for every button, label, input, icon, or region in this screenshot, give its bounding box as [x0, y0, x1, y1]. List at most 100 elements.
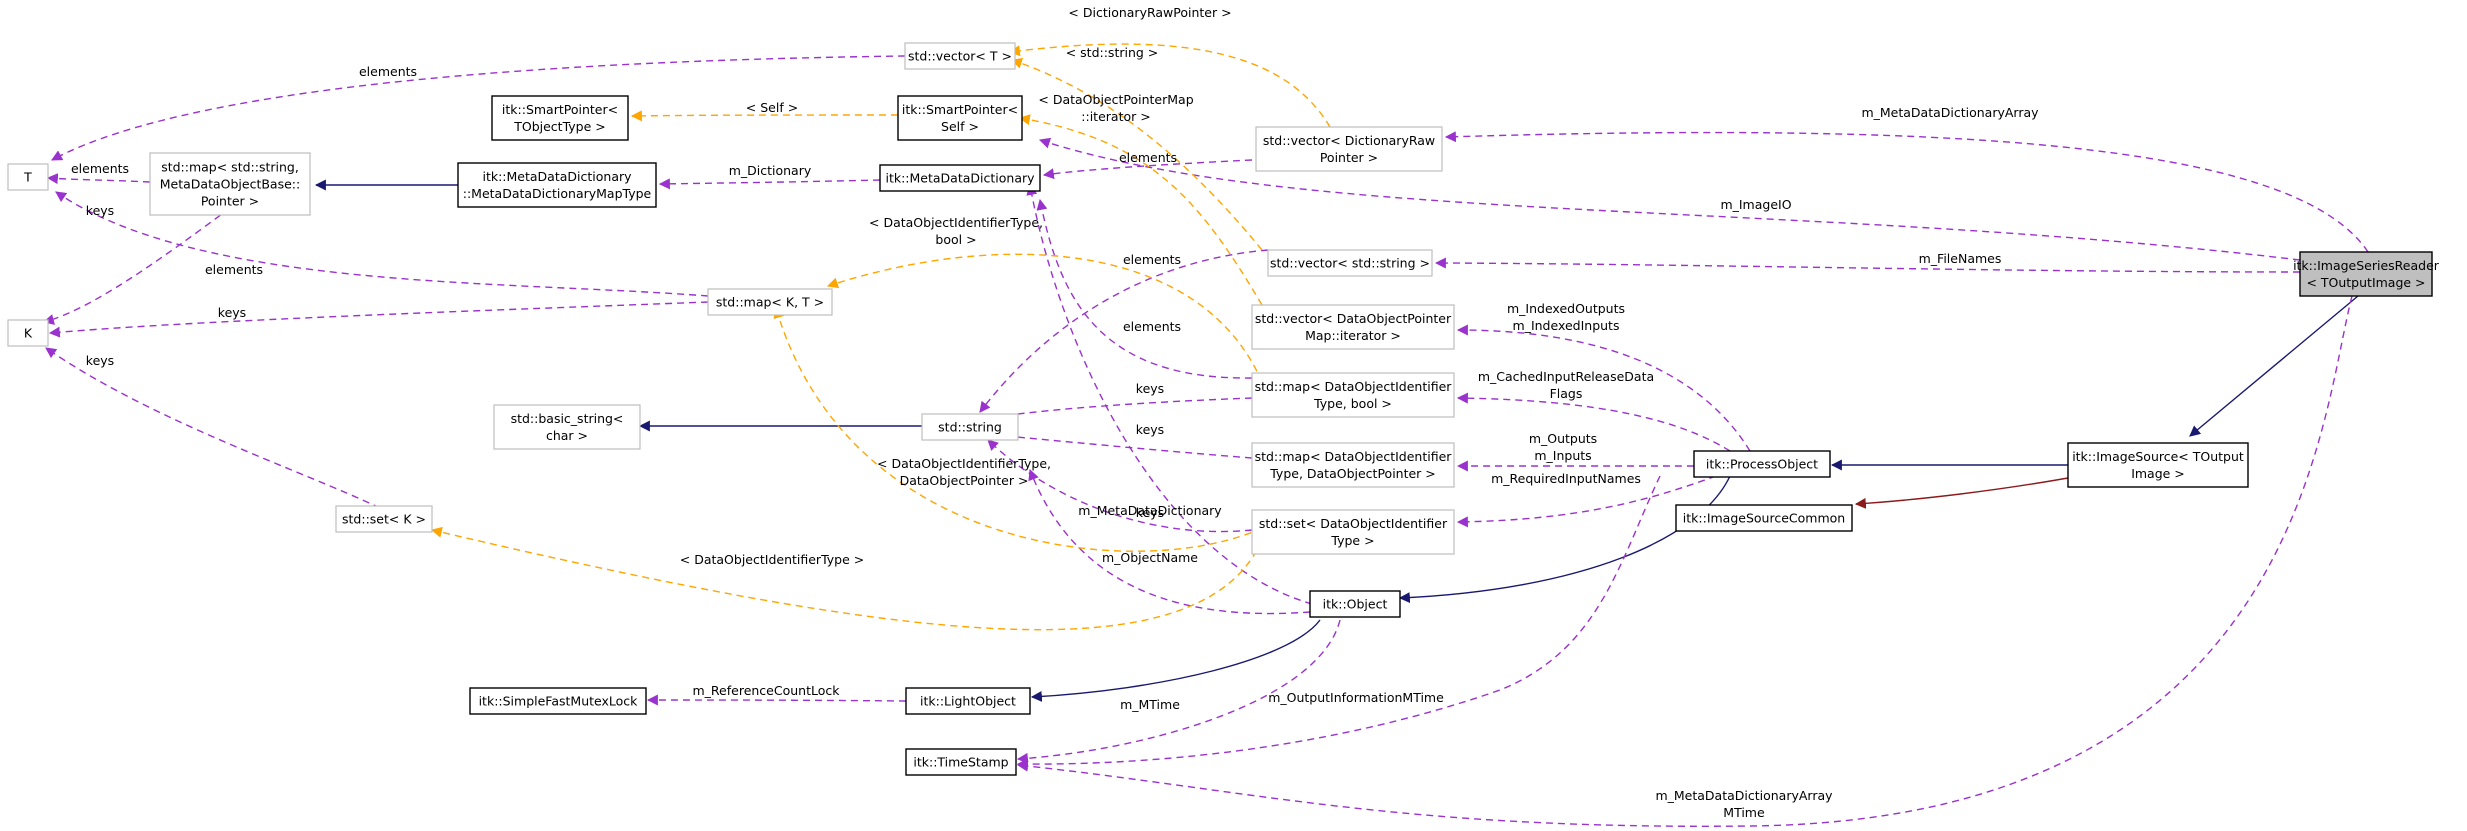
edge-label-line: m_ReferenceCountLock — [693, 683, 841, 698]
edge-elements-map-k-t — [55, 191, 709, 297]
class-node-image-series-reader[interactable]: itk::ImageSeriesReader< TOutputImage > — [2293, 251, 2440, 297]
class-node-object[interactable]: itk::Object — [1309, 590, 1401, 618]
edge-process-object-to-object — [1398, 475, 1731, 604]
edge-label-line: DataObjectPointer > — [900, 473, 1029, 488]
class-node-std-vector-string[interactable]: std::vector< std::string > — [1267, 249, 1433, 277]
edge-m-mtime — [1016, 619, 1341, 764]
edge-keys-set-k — [45, 347, 381, 509]
class-node-label: itk::ImageSeriesReader — [2293, 258, 2440, 273]
edge-label-line: elements — [71, 161, 129, 176]
edge-elements-dictionary — [1042, 159, 1253, 180]
class-node-label: itk::LightObject — [920, 694, 1016, 709]
class-node-label: std::vector< DataObjectPointer — [1255, 311, 1452, 326]
edge-label: < DataObjectIdentifierType > — [680, 552, 864, 567]
class-node-t[interactable]: T — [7, 163, 49, 191]
edge-keys-map-string — [42, 207, 231, 325]
edge-label-line: < std::string > — [1066, 45, 1159, 60]
edge-template-self — [630, 110, 899, 122]
class-node-light-object[interactable]: itk::LightObject — [905, 687, 1031, 715]
class-node-label: std::vector< std::string > — [1270, 256, 1430, 271]
class-node-smart-pointer-tobject[interactable]: itk::SmartPointer<TObjectType > — [491, 95, 629, 141]
edge-m-metadata-dictionary-array — [1444, 131, 2369, 253]
edge-m-output-information-mtime — [1016, 475, 1661, 770]
edge-m-metadata-dictionary — [1026, 183, 1313, 605]
class-node-label: Type > — [1330, 533, 1374, 548]
edge-label-line: m_MTime — [1120, 697, 1180, 712]
edge-label-line: < DictionaryRawPointer > — [1068, 5, 1231, 20]
class-node-label: Type, DataObjectPointer > — [1269, 466, 1436, 481]
class-node-label: K — [24, 326, 33, 341]
class-node-image-source-common[interactable]: itk::ImageSourceCommon — [1675, 504, 1853, 532]
class-node-std-map-string-metadata[interactable]: std::map< std::string,MetaDataObjectBase… — [149, 152, 311, 216]
edge-label-line: MTime — [1723, 805, 1765, 820]
edge-template-identifier-type — [430, 526, 1263, 631]
edge-object-to-light-object — [1030, 619, 1321, 702]
edge-label-line: m_CachedInputReleaseData — [1478, 369, 1654, 384]
class-node-label: T — [23, 170, 32, 185]
edge-label-line: m_Inputs — [1534, 448, 1591, 463]
class-node-std-string[interactable]: std::string — [921, 413, 1019, 441]
class-node-label: itk::ProcessObject — [1706, 457, 1818, 472]
edge-label-line: ::iterator > — [1081, 109, 1150, 124]
edge-label-line: keys — [1136, 381, 1164, 396]
class-node-simple-fast-mutex-lock[interactable]: itk::SimpleFastMutexLock — [469, 687, 647, 715]
edge-label-line: m_OutputInformationMTime — [1268, 690, 1444, 705]
edge-label-line: m_MetaDataDictionaryArray — [1655, 788, 1833, 803]
edge-label-line: m_FileNames — [1919, 251, 2002, 266]
class-node-label: itk::SmartPointer< — [502, 102, 618, 117]
edge-m-required-input-names — [1456, 475, 1717, 528]
edge-label-line: < DataObjectIdentifierType, — [869, 215, 1043, 230]
edge-label-line: elements — [359, 64, 417, 79]
class-node-std-basic-string[interactable]: std::basic_string<char > — [493, 404, 641, 450]
class-node-label: std::vector< DictionaryRaw — [1263, 133, 1435, 148]
edge-label: < DataObjectPointerMap::iterator > — [1038, 92, 1193, 124]
class-node-std-set-identifier[interactable]: std::set< DataObjectIdentifierType > — [1251, 509, 1455, 555]
class-node-std-map-identifier-pointer[interactable]: std::map< DataObjectIdentifierType, Data… — [1251, 442, 1455, 488]
class-node-metadata-dictionary-map-type[interactable]: itk::MetaDataDictionary::MetaDataDiction… — [457, 162, 657, 208]
edge-m-file-names — [1434, 257, 2301, 273]
class-node-metadata-dictionary[interactable]: itk::MetaDataDictionary — [879, 164, 1041, 192]
edge-m-metadata-dictionary-array-mtime — [1016, 295, 2353, 827]
class-node-std-set-k[interactable]: std::set< K > — [335, 505, 433, 533]
class-node-k[interactable]: K — [7, 319, 49, 347]
edge-label-line: elements — [1123, 252, 1181, 267]
edge-label: m_MetaDataDictionary — [1078, 503, 1222, 518]
class-node-label: itk::MetaDataDictionary — [482, 169, 632, 184]
class-node-std-vector-t[interactable]: std::vector< T > — [904, 42, 1016, 70]
edge-elements-vector-string — [979, 249, 1269, 413]
class-node-label: < TOutputImage > — [2306, 275, 2425, 290]
edge-label-line: bool > — [935, 232, 976, 247]
edge-label: m_RequiredInputNames — [1491, 471, 1641, 486]
class-node-std-map-k-t[interactable]: std::map< K, T > — [707, 288, 833, 316]
edge-m-reference-count-lock — [646, 694, 907, 706]
edge-label-line: keys — [1136, 422, 1164, 437]
class-node-label: itk::Object — [1323, 597, 1388, 612]
edge-label-line: m_MetaDataDictionary — [1078, 503, 1222, 518]
class-node-time-stamp[interactable]: itk::TimeStamp — [905, 748, 1017, 776]
class-node-label: itk::ImageSource< TOutput — [2072, 449, 2244, 464]
class-node-std-vector-data-object-pointer-map-iterator[interactable]: std::vector< DataObjectPointerMap::itera… — [1251, 304, 1455, 350]
edge-label-line: < DataObjectPointerMap — [1038, 92, 1193, 107]
edge-label: elements — [205, 262, 263, 277]
class-node-label: TObjectType > — [513, 119, 606, 134]
class-node-process-object[interactable]: itk::ProcessObject — [1693, 450, 1831, 478]
class-node-std-map-identifier-bool[interactable]: std::map< DataObjectIdentifierType, bool… — [1251, 372, 1455, 418]
edge-template-identifier-bool — [826, 253, 1263, 383]
edge-label-line: < Self > — [746, 100, 798, 115]
edge-label-line: keys — [1136, 505, 1164, 520]
class-node-label: std::string — [938, 420, 1002, 435]
class-node-label: std::vector< T > — [908, 49, 1012, 64]
class-node-label: std::map< DataObjectIdentifier — [1255, 449, 1453, 464]
edge-label-line: elements — [1119, 150, 1177, 165]
class-node-image-source[interactable]: itk::ImageSource< TOutputImage > — [2067, 442, 2249, 488]
class-node-std-vector-dictionary-raw-pointer[interactable]: std::vector< DictionaryRawPointer > — [1255, 126, 1443, 172]
class-node-smart-pointer-self[interactable]: itk::SmartPointer<Self > — [897, 95, 1023, 141]
class-node-label: Map::iterator > — [1305, 328, 1401, 343]
class-node-label: Type, bool > — [1313, 396, 1392, 411]
edge-elements-vector-t — [51, 55, 906, 161]
edge-label-line: m_Outputs — [1529, 431, 1597, 446]
class-node-label: itk::ImageSourceCommon — [1683, 511, 1845, 526]
